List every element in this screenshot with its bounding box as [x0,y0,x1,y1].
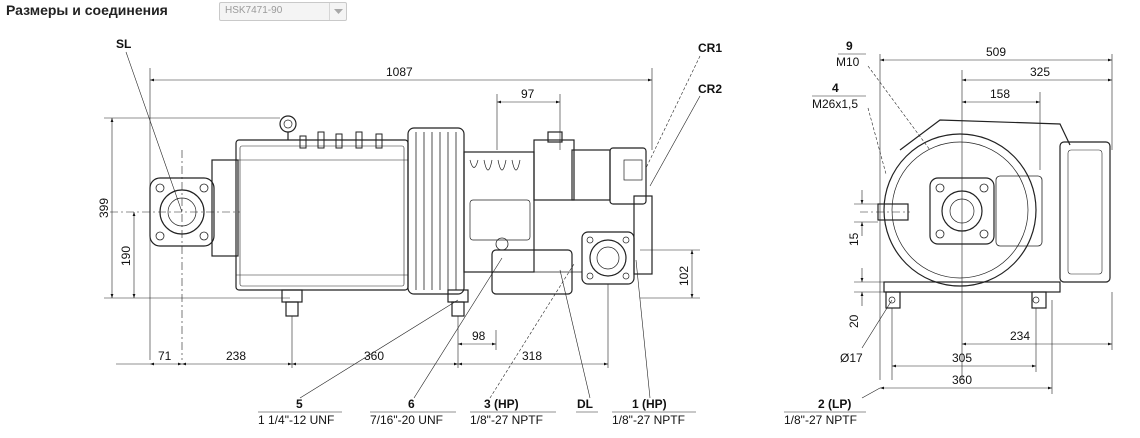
callout-1-spec: 1/8"-27 NPTF [612,413,685,427]
dim-318: 318 [522,349,542,363]
callout-sl: SL [116,37,131,51]
dim-102: 102 [677,266,691,286]
dim-97: 97 [521,87,535,101]
callout-6-number: 6 [408,397,415,411]
dim-325: 325 [1030,65,1050,79]
dim-158: 158 [990,87,1010,101]
page-title: Размеры и соединения [6,2,168,18]
callout-9-spec: M10 [836,55,860,69]
dim-360-side: 360 [952,373,972,387]
callout-cr1: CR1 [698,41,722,55]
dim-71: 71 [158,349,172,363]
side-view [860,119,1111,309]
dim-hole-diameter: Ø17 [840,351,863,365]
callout-dl: DL [577,397,593,411]
page-header: Размеры и соединения HSK7471-90 [0,0,1140,24]
callout-5-spec: 1 1/4"-12 UNF [258,413,334,427]
model-select-value: HSK7471-90 [225,5,283,16]
callout-1-number: 1 (HP) [632,397,667,411]
callout-2-spec: 1/8"-27 NPTF [784,413,857,427]
dim-234: 234 [1010,329,1030,343]
side-view-labels: 9 M10 4 M26x1,5 509 325 158 15 20 234 Ø1… [784,39,1050,427]
front-view-labels: SL CR1 CR2 1087 97 399 190 102 71 238 36… [97,37,722,427]
callout-6-spec: 7/16"-20 UNF [370,413,443,427]
dim-15: 15 [847,232,861,246]
dim-360: 360 [364,349,384,363]
chevron-down-icon[interactable] [329,3,346,20]
dim-height: 399 [97,198,111,218]
model-select[interactable]: HSK7471-90 [219,2,347,21]
front-view [149,115,653,317]
callout-4-number: 4 [832,81,839,95]
callout-3-spec: 1/8"-27 NPTF [470,413,543,427]
dim-509: 509 [986,45,1006,59]
front-dimension-lines [104,51,701,413]
side-dimension-lines [784,53,1113,413]
dim-190: 190 [119,246,133,266]
dim-20: 20 [847,314,861,328]
dim-98: 98 [472,329,486,343]
callout-9-number: 9 [846,39,853,53]
dim-305: 305 [952,351,972,365]
callout-5-number: 5 [296,397,303,411]
callout-3-number: 3 (HP) [484,397,519,411]
callout-cr2: CR2 [698,82,722,96]
dim-overall-length: 1087 [386,65,413,79]
dim-238: 238 [226,349,246,363]
callout-4-spec: M26x1,5 [812,97,858,111]
callout-2-number: 2 (LP) [818,397,851,411]
